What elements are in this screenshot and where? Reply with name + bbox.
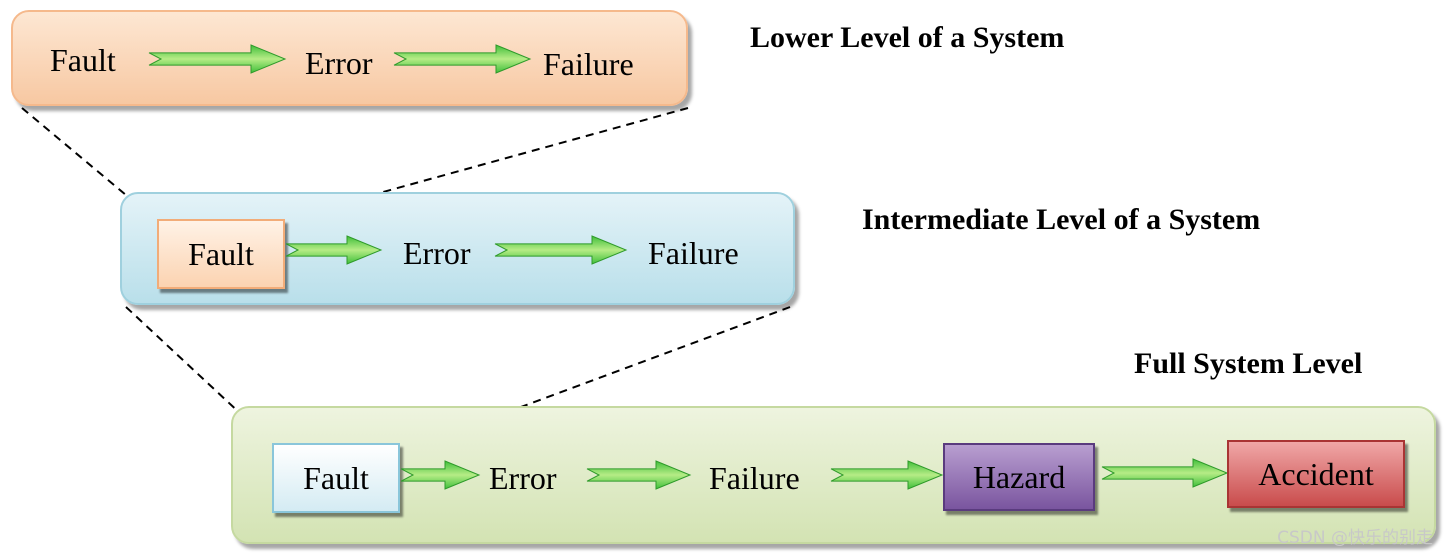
intermediate-fault-label: Fault	[188, 236, 254, 272]
accident-box: Accident	[1227, 440, 1405, 508]
heading-full-system-level: Full System Level	[1134, 347, 1363, 380]
intermediate-failure-label: Failure	[648, 235, 739, 271]
intermediate-fault-box: Fault	[157, 219, 285, 289]
arrow-icon	[285, 235, 383, 265]
arrow-icon	[586, 460, 692, 490]
arrow-shape	[494, 235, 628, 265]
lower-fault-label: Fault	[50, 42, 116, 78]
heading-intermediate-level: Intermediate Level of a System	[862, 203, 1261, 236]
arrow-shape	[285, 235, 383, 265]
lower-error-label: Error	[305, 45, 373, 81]
hazard-box: Hazard	[943, 443, 1095, 511]
full-fault-label: Fault	[303, 460, 369, 496]
accident-label: Accident	[1258, 456, 1374, 492]
arrow-shape	[830, 460, 944, 490]
arrow-icon	[400, 460, 481, 490]
arrow-icon	[393, 44, 532, 74]
arrow-shape	[148, 44, 287, 74]
arrow-icon	[1101, 458, 1229, 488]
lower-failure-label: Failure	[543, 46, 634, 82]
arrow-shape	[400, 460, 481, 490]
full-fault-box: Fault	[272, 443, 400, 513]
arrow-icon	[830, 460, 944, 490]
full-error-label: Error	[489, 460, 557, 496]
lower-level-panel	[11, 10, 688, 106]
watermark: CSDN @快乐的别走	[1277, 528, 1433, 548]
arrow-shape	[393, 44, 532, 74]
arrow-shape	[586, 460, 692, 490]
intermediate-error-label: Error	[403, 235, 471, 271]
heading-lower-level: Lower Level of a System	[750, 21, 1065, 54]
full-failure-label: Failure	[709, 460, 800, 496]
arrow-icon	[494, 235, 628, 265]
hazard-label: Hazard	[972, 459, 1066, 495]
arrow-icon	[148, 44, 287, 74]
connector-mid-left	[125, 306, 273, 444]
arrow-shape	[1101, 458, 1229, 488]
